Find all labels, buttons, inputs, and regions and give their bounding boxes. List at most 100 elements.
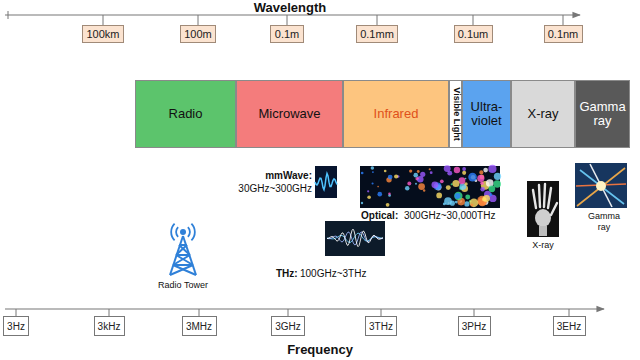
light-particle xyxy=(361,172,364,175)
finger-bone xyxy=(544,184,545,207)
picture-ground xyxy=(315,166,337,198)
light-particle xyxy=(493,180,501,188)
light-particle xyxy=(367,195,371,199)
tick-label: 3Hz xyxy=(7,321,25,332)
tower-top xyxy=(180,229,186,235)
light-particle xyxy=(386,203,390,207)
light-particle xyxy=(459,177,466,184)
light-particle xyxy=(455,193,461,199)
finger-bone xyxy=(548,188,551,208)
spectrum-band: Infrared xyxy=(343,80,449,148)
light-particle xyxy=(470,198,479,207)
light-particle xyxy=(417,170,420,173)
axis-title: Wavelength xyxy=(254,0,326,16)
light-particle xyxy=(372,171,374,173)
frequency-axis xyxy=(5,308,604,309)
light-particle xyxy=(413,173,418,178)
axis-tick xyxy=(287,15,288,25)
light-particle xyxy=(454,167,460,173)
wave-line xyxy=(315,173,337,189)
light-particle xyxy=(409,169,412,172)
light-particle xyxy=(423,189,425,191)
light-particle xyxy=(470,204,473,207)
wavelength-tick-box: 0.1nm xyxy=(544,25,583,43)
xray-picture xyxy=(527,181,559,237)
light-particle xyxy=(429,168,431,170)
radio-tower-icon xyxy=(170,224,196,275)
light-particle xyxy=(465,195,470,200)
spectrum-band: X-ray xyxy=(511,80,575,148)
tower-strut xyxy=(170,265,193,275)
frequency-tick-box: 3GHz xyxy=(271,316,305,336)
light-particle xyxy=(367,190,369,192)
tick-label: 100km xyxy=(86,28,119,40)
light-particle xyxy=(440,179,444,183)
light-particle xyxy=(444,165,451,172)
light-particle xyxy=(418,183,425,190)
axis-tick xyxy=(563,15,564,25)
light-particle xyxy=(377,186,379,188)
frequency-tick-box: 3PHz xyxy=(458,316,491,336)
tick-label: 3MHz xyxy=(186,321,212,332)
band-label: Infrared xyxy=(374,107,419,121)
gamma-beam xyxy=(580,170,624,204)
axis-tick xyxy=(381,309,382,316)
light-particle xyxy=(482,197,486,201)
tick-label: 0.1um xyxy=(458,28,489,40)
light-particle xyxy=(477,175,484,182)
light-particle xyxy=(417,179,419,181)
frequency-tick-box: 3EHz xyxy=(553,316,586,336)
tower-strut xyxy=(176,255,193,265)
gamma-beam xyxy=(577,168,625,206)
axis-tick xyxy=(377,15,378,25)
light-particle xyxy=(377,192,382,197)
band-label: Ultra-violet xyxy=(465,100,508,129)
picture-ground xyxy=(527,181,559,237)
frequency-range: 300GHz~30,000THz xyxy=(404,210,495,222)
light-particle xyxy=(452,180,459,187)
wavelength-tick-box: 0.1m xyxy=(270,25,304,43)
light-particle xyxy=(388,175,393,180)
light-particle xyxy=(420,172,425,177)
gamma-burst xyxy=(596,181,606,191)
frequency-tick-box: 3kHz xyxy=(94,316,125,336)
light-particle xyxy=(394,174,398,178)
axis-tick xyxy=(199,309,200,316)
wavelength-tick-box: 0.1um xyxy=(454,25,493,43)
picture-caption: X-ray xyxy=(532,240,554,251)
band-label: X-ray xyxy=(527,107,558,121)
light-particle xyxy=(454,192,462,200)
band-label: Gamma ray xyxy=(578,100,627,129)
wavelength-tick-box: 0.1mm xyxy=(356,25,398,43)
light-particle xyxy=(480,181,484,185)
finger-bone xyxy=(539,185,540,207)
light-particle xyxy=(468,173,477,182)
axis-tick xyxy=(198,15,199,25)
light-particle xyxy=(405,186,409,190)
optical-picture xyxy=(360,165,501,208)
light-particle xyxy=(446,185,451,190)
axis-tick xyxy=(8,11,9,19)
light-particle xyxy=(483,168,488,173)
finger-bone xyxy=(551,203,557,215)
band-name: Optical: xyxy=(361,210,398,222)
light-particle xyxy=(384,170,387,173)
light-particle xyxy=(388,192,391,195)
tower-strut xyxy=(176,245,187,255)
light-particle xyxy=(431,181,438,188)
band-name: mmWave: xyxy=(265,170,312,182)
band-name: THz: xyxy=(276,268,298,280)
thz-picture xyxy=(325,221,385,256)
signal-arc xyxy=(191,224,194,241)
gamma-picture xyxy=(575,163,627,208)
light-particle xyxy=(407,181,411,185)
frequency-tick-box: 3MHz xyxy=(182,316,217,336)
tower-strut xyxy=(173,255,190,265)
light-particle xyxy=(417,176,424,183)
wavelength-tick-box: 100km xyxy=(82,25,124,43)
tick-label: 3THz xyxy=(369,321,393,332)
signal-arc xyxy=(171,224,174,241)
mmwave-picture xyxy=(315,166,337,198)
spectrum-band: Ultra-violet xyxy=(462,80,511,148)
